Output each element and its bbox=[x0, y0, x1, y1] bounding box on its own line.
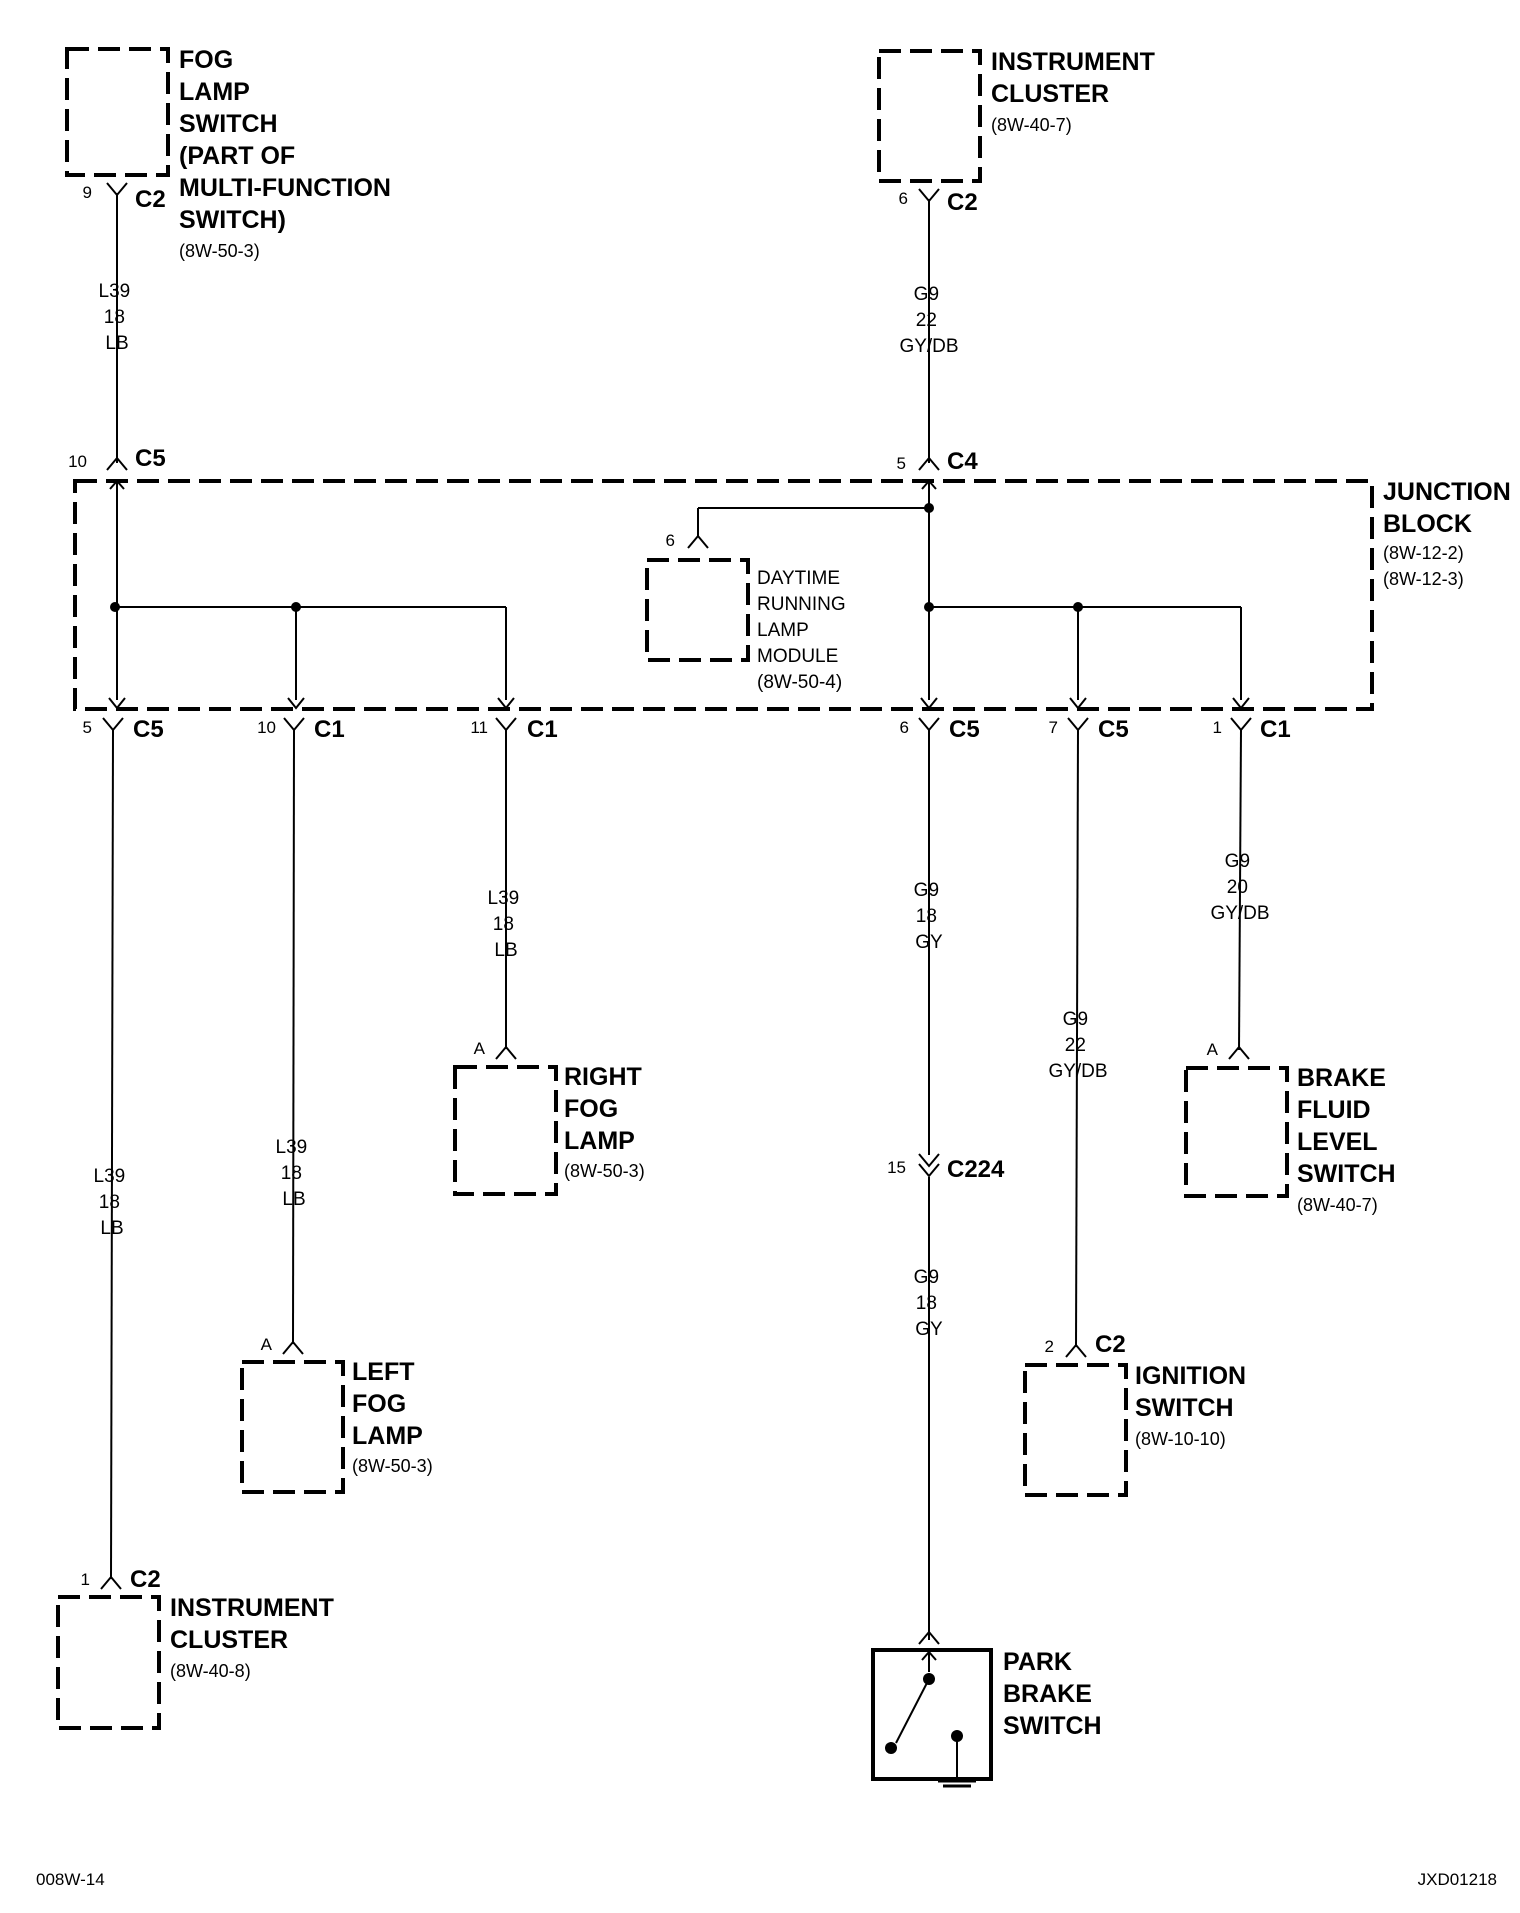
wire-labels: L39 18 LB G9 22 GY/DB L39 18 LB G9 18 GY… bbox=[94, 281, 1270, 1340]
splice-dots bbox=[110, 503, 1083, 612]
instrument-cluster-bottom-box bbox=[56, 1595, 161, 1730]
ignition-switch-box bbox=[1023, 1363, 1128, 1497]
wire-label-fog-switch: L39 18 LB bbox=[99, 281, 136, 354]
pin-number: 6 bbox=[899, 189, 908, 208]
connector-name: C2 bbox=[1095, 1331, 1126, 1358]
right-fog-lamp-ref: (8W-50-3) bbox=[564, 1161, 645, 1181]
wire-label-park-upper: G9 18 GY bbox=[914, 880, 945, 953]
drl-module-label: DAYTIME RUNNING LAMP MODULE (8W-50-4) bbox=[757, 568, 851, 693]
connector-name: C1 bbox=[1260, 716, 1291, 743]
pin-number: 1 bbox=[1213, 718, 1222, 737]
pin-number: 5 bbox=[897, 454, 906, 473]
connector-name: C5 bbox=[949, 716, 980, 743]
pin-number: 7 bbox=[1049, 718, 1058, 737]
connector-name: C1 bbox=[527, 716, 558, 743]
pin-number: A bbox=[474, 1039, 486, 1058]
wire-label-right-fog: L39 18 LB bbox=[488, 888, 525, 961]
fog-lamp-switch-box bbox=[65, 47, 170, 177]
wire-label-park-lower: G9 18 GY bbox=[914, 1267, 945, 1340]
connector-symbols bbox=[100, 182, 1252, 1645]
pin-number: 9 bbox=[83, 183, 92, 202]
connector-name: C1 bbox=[314, 716, 345, 743]
pin-number: 11 bbox=[470, 718, 488, 737]
connector-labels: 9 C2 6 C2 10 C5 5 C4 6 5 C5 10 C1 11 C1 … bbox=[68, 183, 1291, 1593]
fog-lamp-switch-label: FOG LAMP SWITCH (PART OF MULTI-FUNCTION … bbox=[179, 46, 398, 234]
pin-number: A bbox=[1207, 1040, 1219, 1059]
instrument-cluster-top-label: INSTRUMENT CLUSTER bbox=[991, 48, 1162, 108]
left-fog-lamp-label: LEFT FOG LAMP bbox=[352, 1358, 423, 1450]
connector-name: C5 bbox=[1098, 716, 1129, 743]
instrument-cluster-top-ref: (8W-40-7) bbox=[991, 115, 1072, 135]
connector-name: C4 bbox=[947, 448, 978, 475]
park-brake-switch-label: PARK BRAKE SWITCH bbox=[1003, 1648, 1102, 1740]
ignition-switch-label: IGNITION SWITCH bbox=[1135, 1362, 1253, 1422]
connector-name: C5 bbox=[133, 716, 164, 743]
pin-number: 6 bbox=[900, 718, 909, 737]
pin-number: 10 bbox=[257, 718, 276, 737]
park-brake-switch-symbol bbox=[885, 1650, 976, 1788]
connector-name: C2 bbox=[130, 1566, 161, 1593]
brake-fluid-switch-ref: (8W-40-7) bbox=[1297, 1195, 1378, 1215]
connector-name: C2 bbox=[135, 186, 166, 213]
wire-label-left-fog: L39 18 LB bbox=[276, 1137, 313, 1210]
park-brake-switch-box bbox=[871, 1648, 993, 1781]
wire-label-cluster-top: G9 22 GY/DB bbox=[899, 284, 958, 357]
connector-name: C2 bbox=[947, 189, 978, 216]
pin-number: 15 bbox=[887, 1158, 906, 1177]
fog-lamp-switch-ref: (8W-50-3) bbox=[179, 241, 260, 261]
instrument-cluster-top-box bbox=[877, 49, 982, 183]
footer-figure-id: JXD01218 bbox=[1418, 1870, 1497, 1889]
wires bbox=[110, 193, 1242, 1640]
brake-fluid-switch-box bbox=[1184, 1066, 1289, 1198]
connector-name: C5 bbox=[135, 445, 166, 472]
brake-fluid-switch-label: BRAKE FLUID LEVEL SWITCH bbox=[1297, 1064, 1396, 1188]
instrument-cluster-bottom-ref: (8W-40-8) bbox=[170, 1661, 251, 1681]
junction-block-box bbox=[73, 479, 1374, 711]
ignition-switch-ref: (8W-10-10) bbox=[1135, 1429, 1226, 1449]
drl-module-box bbox=[645, 558, 750, 662]
pin-number: 6 bbox=[666, 531, 675, 550]
footer-page-code: 008W-14 bbox=[36, 1870, 105, 1889]
pin-number: 5 bbox=[83, 718, 92, 737]
junction-block-label: JUNCTION BLOCK bbox=[1383, 478, 1518, 538]
instrument-cluster-bottom-label: INSTRUMENT CLUSTER bbox=[170, 1594, 341, 1654]
connector-name: C224 bbox=[947, 1156, 1005, 1183]
wire-label-ignition: G9 22 GY/DB bbox=[1048, 1009, 1107, 1082]
pin-number: 1 bbox=[81, 1570, 90, 1589]
right-fog-lamp-box bbox=[453, 1065, 558, 1196]
pin-number: 2 bbox=[1045, 1337, 1054, 1356]
wire-label-cluster-bottom: L39 18 LB bbox=[94, 1166, 131, 1239]
left-fog-lamp-ref: (8W-50-3) bbox=[352, 1456, 433, 1476]
right-fog-lamp-label: RIGHT FOG LAMP bbox=[564, 1063, 649, 1155]
pin-number: A bbox=[261, 1335, 273, 1354]
junction-block-refs: (8W-12-2) (8W-12-3) bbox=[1383, 543, 1469, 589]
left-fog-lamp-box bbox=[240, 1360, 345, 1494]
pin-number: 10 bbox=[68, 452, 87, 471]
wire-label-brake-fluid: G9 20 GY/DB bbox=[1210, 851, 1269, 924]
